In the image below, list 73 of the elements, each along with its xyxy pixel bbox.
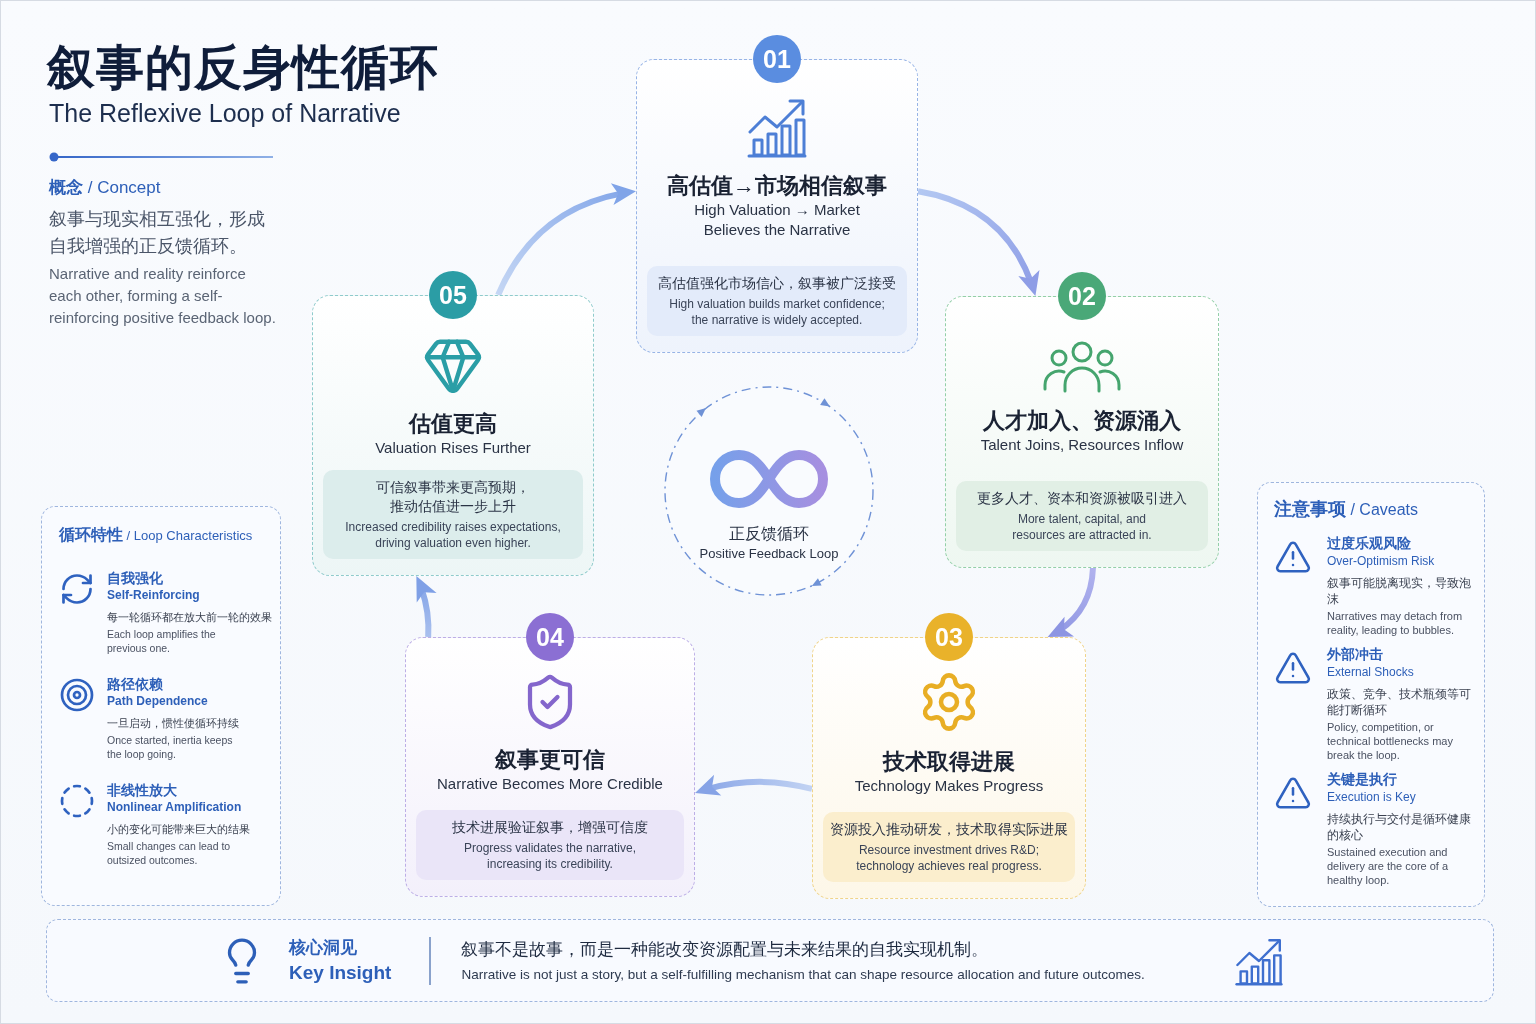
step-title: 人才加入、资源涌入 [982, 407, 1182, 435]
item-description: 小的变化可能带来巨大的结果 [107, 822, 251, 837]
step-description: High valuation builds market confidence; the narrative is widely accepted. [668, 296, 886, 328]
item-title: 路径依赖 [107, 675, 164, 693]
insight-banner [46, 919, 1494, 1002]
item-subtitle: Nonlinear Amplification [107, 799, 243, 816]
concept-text: Narrative and reality reinforce each other, forming a self-reinforcing positive feedback loop. [49, 264, 277, 328]
step-subtitle: Valuation Rises Further [374, 438, 532, 458]
item-description: 政策、竞争、技术瓶颈等可能打断循环 [1327, 686, 1472, 718]
subtitle: The Reflexive Loop of Narrative [49, 98, 401, 129]
item-description: 每一轮循环都在放大前一轮的效果 [107, 610, 272, 625]
step-title: 高估值→市场相信叙事 [666, 172, 888, 200]
item-description: Small changes can lead to outsized outcomes. [107, 839, 232, 867]
item-subtitle: Path Dependence [107, 693, 209, 710]
concept-text: 叙事与现实相互强化，形成自我增强的正反馈循环。 [49, 208, 266, 258]
step-title: 技术取得进展 [881, 748, 1016, 776]
item-description: Narratives may detach from reality, leading to bubbles. [1327, 609, 1464, 637]
item-description: Once started, inertia keeps the loop going. [107, 733, 234, 761]
step-title: 叙事更可信 [494, 746, 606, 774]
item-title: 关键是执行 [1327, 771, 1398, 789]
loop-circle [663, 384, 875, 598]
item-description: Policy, competition, or technical bottlenecks may break the loop. [1327, 720, 1454, 762]
step-number-badge: 03 [925, 613, 973, 661]
step-description: Resource investment drives R&D; technology achieves real progress. [855, 842, 1043, 874]
curved-arrow [413, 574, 437, 638]
insight-text: 叙事不是故事，而是一种能改变资源配置与未来结果的自我实现机制。 [461, 938, 990, 960]
step-number-badge: 04 [526, 613, 574, 661]
item-description: 持续执行与交付是循环健康的核心 [1327, 811, 1472, 843]
item-subtitle: Self-Reinforcing [107, 587, 201, 604]
item-title: 自我强化 [107, 569, 164, 587]
step-title: 估值更高 [407, 410, 498, 438]
step-description: Increased credibility raises expectations, driving valuation even higher. [344, 519, 562, 551]
curved-arrow [1046, 567, 1096, 640]
panel-heading: 注意事项 / Caveats [1274, 498, 1420, 521]
insight-heading: Key Insight [289, 960, 392, 985]
curved-arrow [495, 184, 637, 297]
insight-text: Narrative is not just a story, but a self-fulfilling mechanism that can shape resource allocation and future outcomes. [461, 965, 1146, 984]
step-subtitle: High Valuation → Market Believes the Narrative [693, 200, 861, 240]
step-description: Progress validates the narrative, increasing its credibility. [462, 840, 638, 872]
curved-arrow [917, 188, 1039, 297]
step-description: 资源投入推动研发，技术取得实际进展 [829, 820, 1069, 839]
step-description: 可信叙事带来更高预期，推动估值进一步上升 [375, 478, 531, 516]
step-subtitle: Talent Joins, Resources Inflow [979, 435, 1185, 455]
insight-heading: 核心洞见 [289, 936, 358, 959]
item-description: Sustained execution and delivery are the core of a healthy loop. [1327, 845, 1450, 887]
step-description: More talent, capital, and resources are attracted in. [1011, 511, 1153, 543]
panel-heading: 循环特性 / Loop Characteristics [59, 525, 254, 545]
step-description: 技术进展验证叙事，增强可信度 [451, 818, 649, 837]
step-description: 高估值强化市场信心，叙事被广泛接受 [657, 274, 897, 293]
section-heading: 概念 / Concept [49, 177, 161, 199]
item-subtitle: Over-Optimism Risk [1327, 553, 1436, 570]
item-subtitle: External Shocks [1327, 664, 1415, 681]
step-description: 更多人才、资本和资源被吸引进入 [976, 489, 1188, 508]
item-title: 过度乐观风险 [1327, 535, 1412, 553]
item-title: 非线性放大 [107, 781, 178, 799]
curved-arrow [694, 775, 813, 797]
step-number-badge: 02 [1058, 272, 1106, 320]
item-description: 一旦启动，惯性使循环持续 [107, 716, 240, 731]
loop-title: 正反馈循环 [729, 524, 809, 544]
step-subtitle: Narrative Becomes More Credible [436, 774, 664, 794]
item-title: 外部冲击 [1327, 646, 1384, 664]
title: 叙事的反身性循环 [47, 40, 439, 96]
step-number-badge: 01 [753, 35, 801, 83]
item-description: 叙事可能脱离现实，导致泡沫 [1327, 575, 1472, 607]
loop-subtitle: Positive Feedback Loop [699, 545, 839, 563]
info-panel [1257, 482, 1485, 907]
step-subtitle: Technology Makes Progress [853, 776, 1045, 796]
description-panel [823, 812, 1075, 882]
item-description: Each loop amplifies the previous one. [107, 627, 217, 655]
info-panel [41, 506, 281, 906]
step-number-badge: 05 [429, 271, 477, 319]
item-subtitle: Execution is Key [1327, 789, 1417, 806]
description-panel [323, 470, 583, 559]
